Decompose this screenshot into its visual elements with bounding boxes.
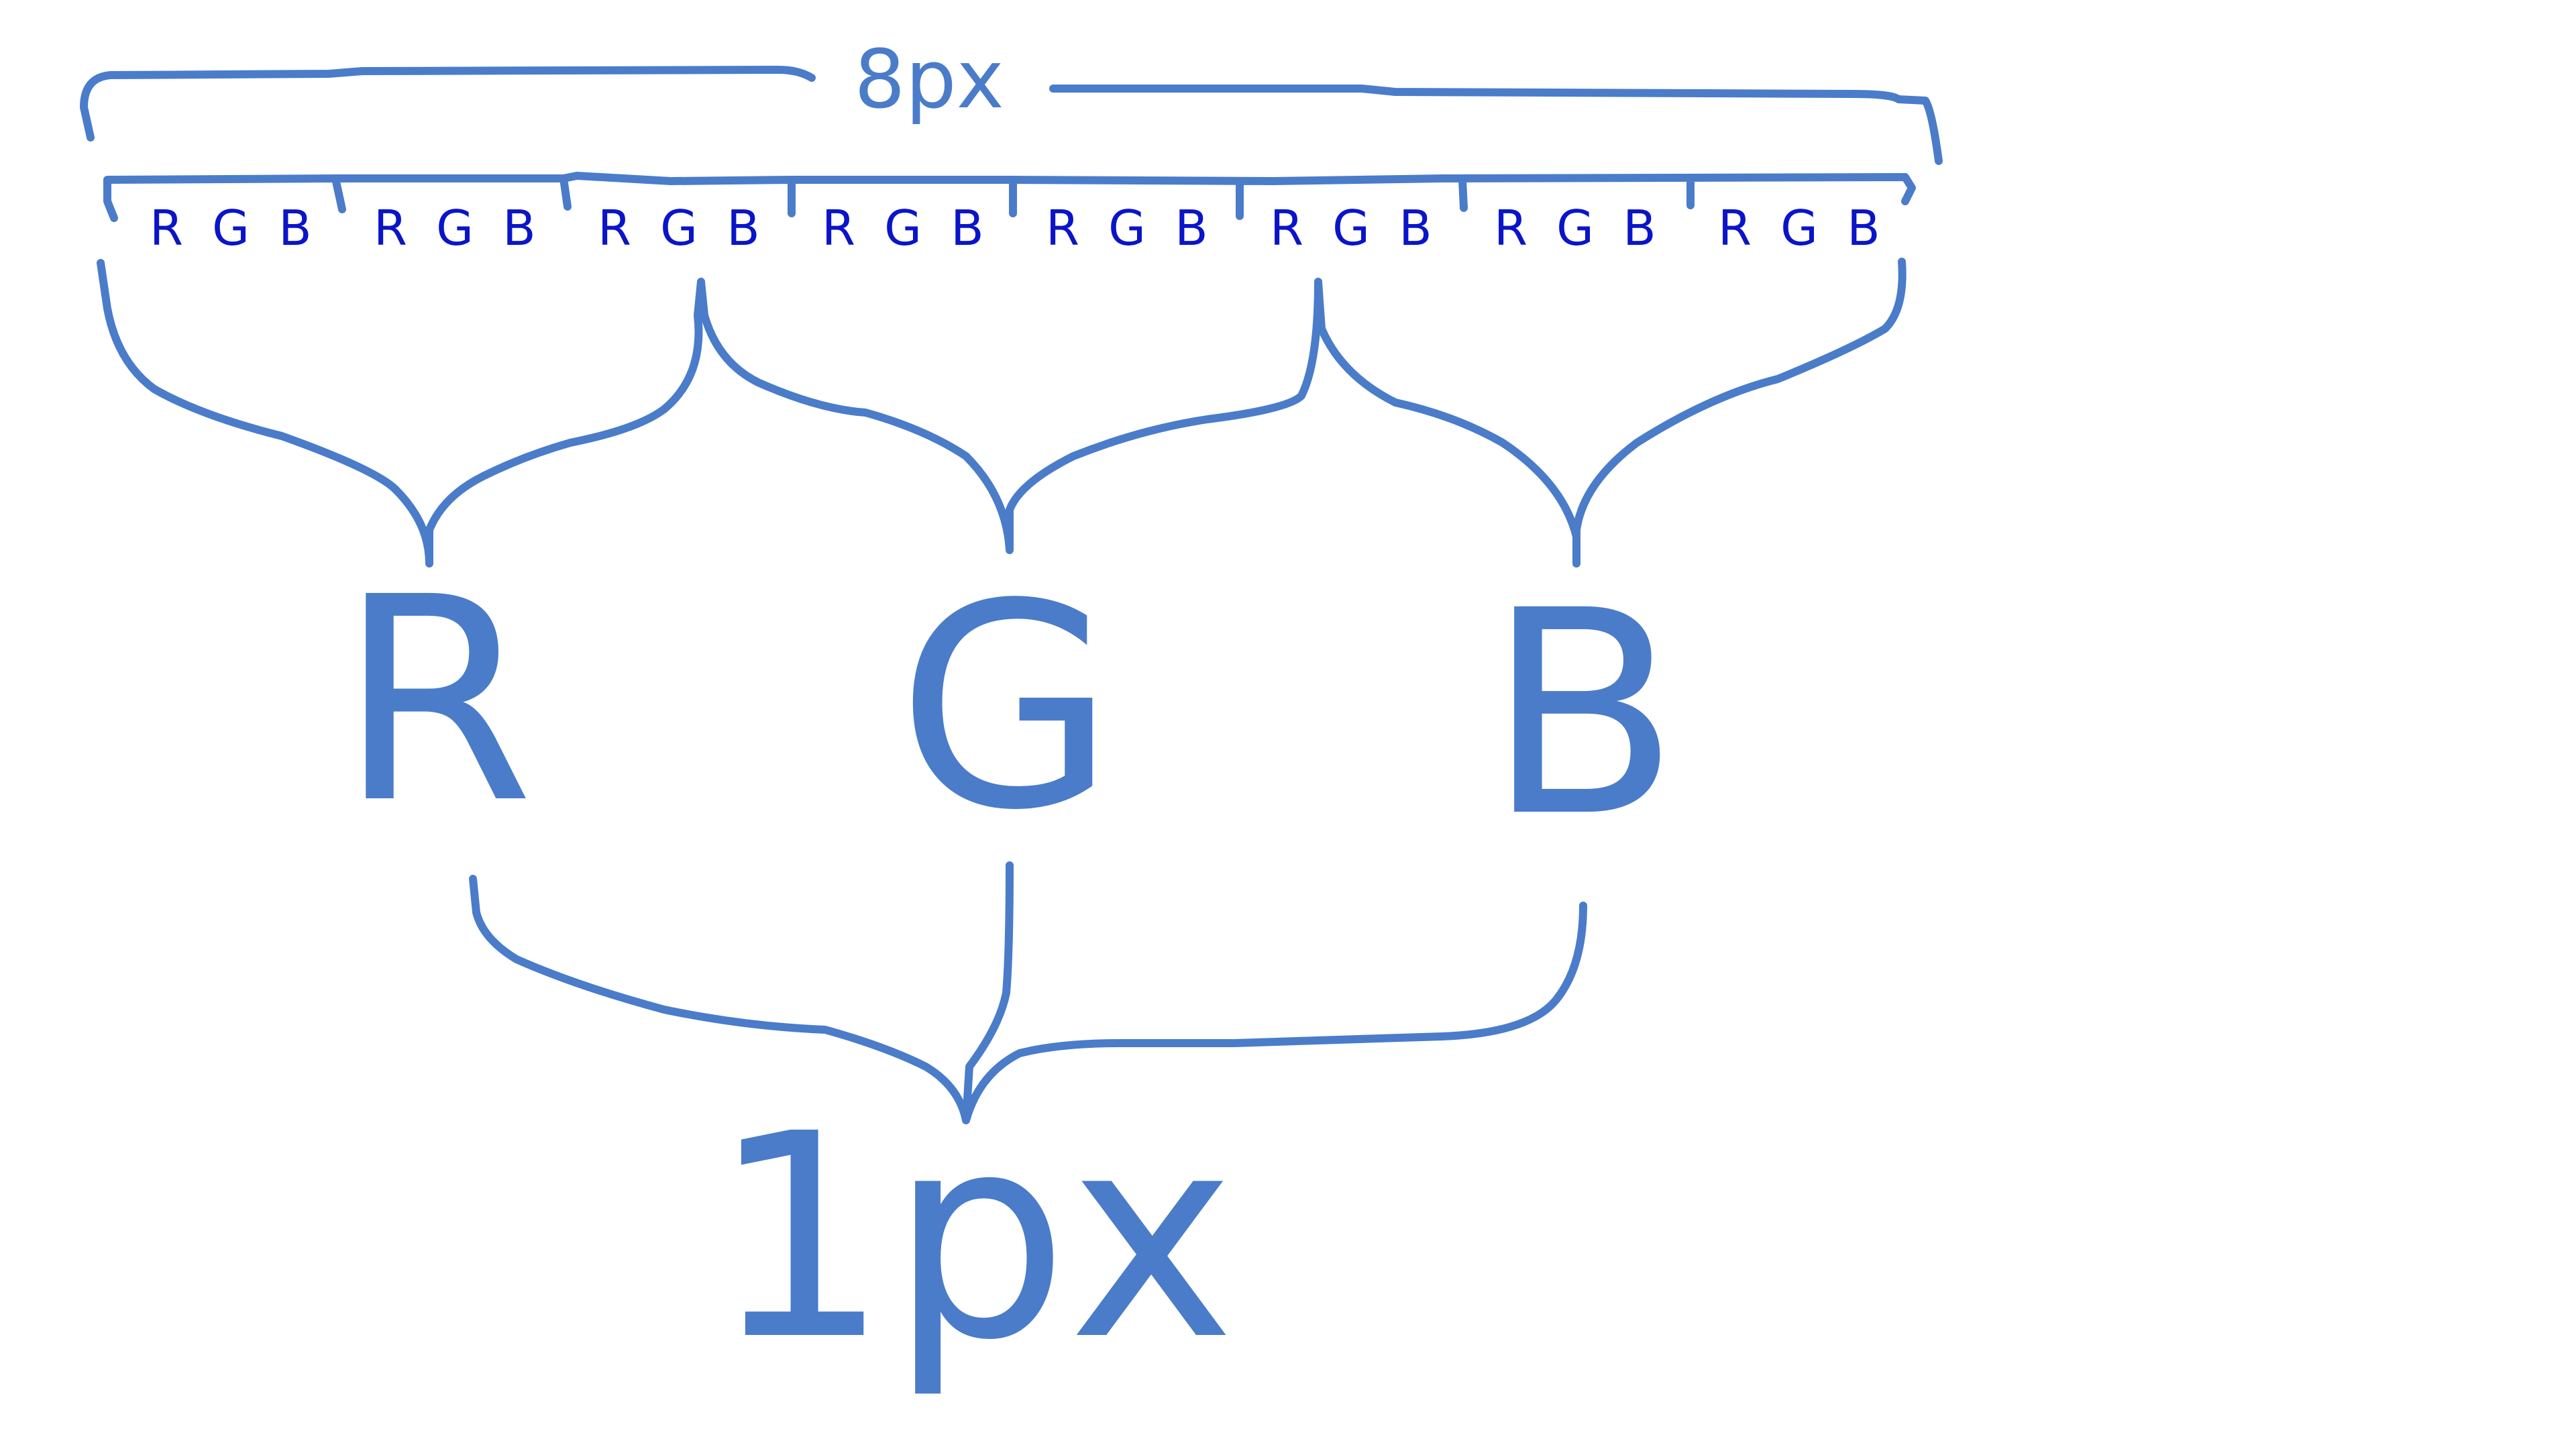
channel-r: R bbox=[338, 537, 534, 865]
subpixel-g-4: G bbox=[884, 200, 922, 256]
brace-to-b bbox=[1314, 258, 1907, 568]
subpixel-g-1: G bbox=[212, 200, 250, 256]
subpixel-row-brace bbox=[103, 172, 1916, 222]
subpixel-g-6: G bbox=[1332, 200, 1370, 256]
subpixel-b-1: B bbox=[278, 200, 311, 256]
subpixel-r-6: R bbox=[1270, 200, 1303, 256]
channel-b: B bbox=[1487, 551, 1680, 879]
subpixel-g-3: G bbox=[660, 200, 698, 256]
top-label: 8px bbox=[854, 34, 1004, 127]
subpixel-r-7: R bbox=[1494, 200, 1527, 256]
subpixel-b-5: B bbox=[1175, 200, 1208, 256]
subpixel-b-7: B bbox=[1623, 200, 1656, 256]
brace-to-g bbox=[697, 278, 1322, 554]
subpixel-b-3: B bbox=[727, 200, 759, 256]
subpixel-g-7: G bbox=[1556, 200, 1594, 256]
top-brace bbox=[80, 66, 1943, 165]
subpixel-r-5: R bbox=[1046, 200, 1079, 256]
subpixel-r-4: R bbox=[822, 200, 855, 256]
channel-g: G bbox=[897, 544, 1115, 872]
bottom-brace bbox=[469, 861, 1587, 1124]
brace-to-r bbox=[97, 259, 705, 568]
bottom-label: 1px bbox=[710, 1074, 1235, 1402]
subpixel-b-8: B bbox=[1847, 200, 1880, 256]
subpixel-r-8: R bbox=[1718, 200, 1752, 256]
subpixel-b-6: B bbox=[1399, 200, 1432, 256]
subpixel-r-2: R bbox=[374, 200, 407, 256]
subpixel-g-2: G bbox=[436, 200, 474, 256]
subpixel-g-8: G bbox=[1780, 200, 1818, 256]
subpixel-b-2: B bbox=[502, 200, 535, 256]
subpixel-b-4: B bbox=[951, 200, 983, 256]
subpixel-g-5: G bbox=[1108, 200, 1146, 256]
subpixel-r-3: R bbox=[598, 200, 631, 256]
subpixel-r-1: R bbox=[150, 200, 183, 256]
